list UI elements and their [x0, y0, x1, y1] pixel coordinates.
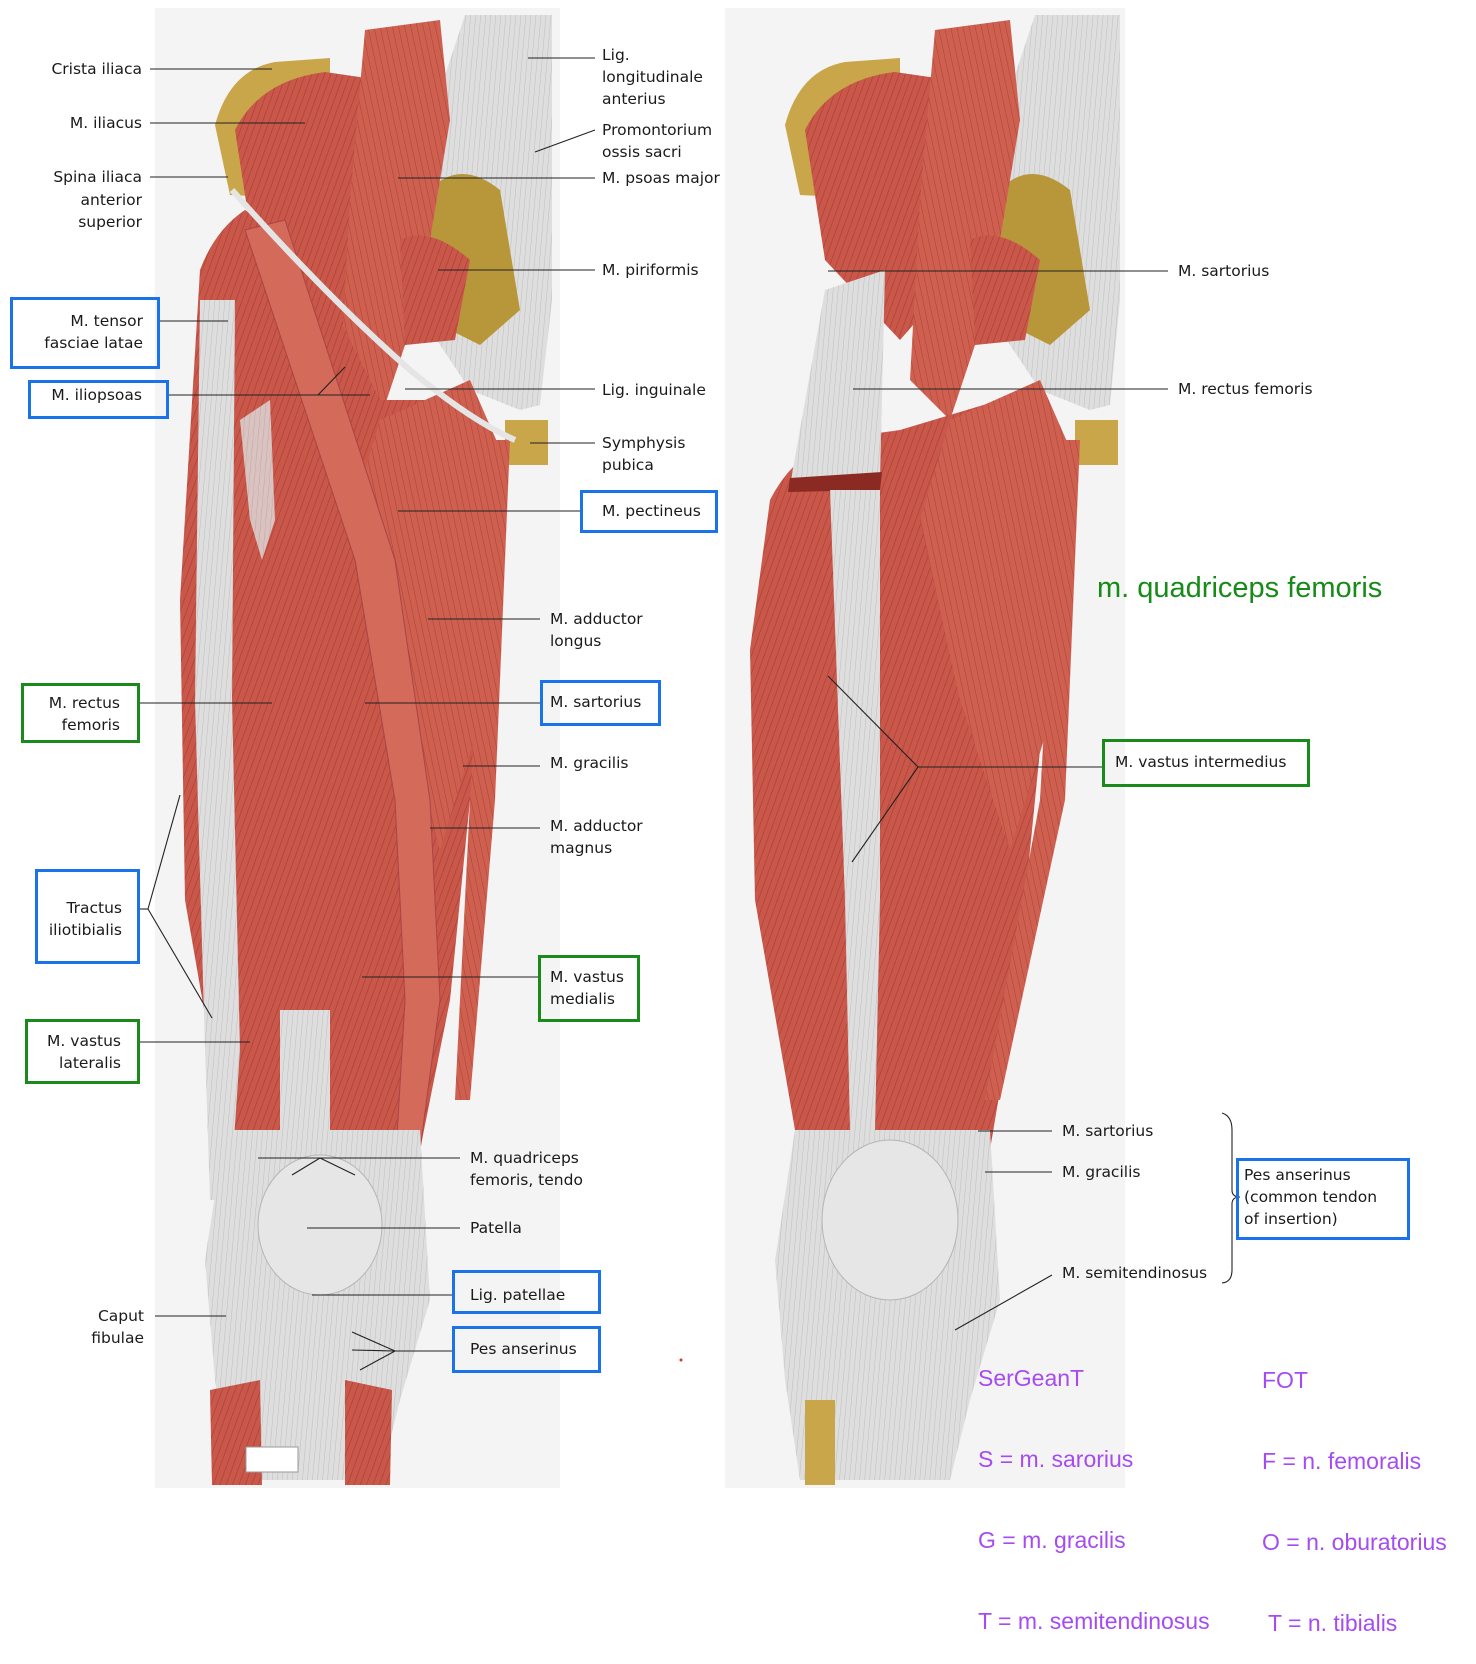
quadriceps-femoris-title: m. quadriceps femoris: [1097, 572, 1382, 605]
mnemonic-sergeant-s: S = m. sarorius: [978, 1446, 1210, 1473]
label-m-pectineus: M. pectineus: [602, 500, 701, 522]
mnemonic-sergeant-g: G = m. gracilis: [978, 1527, 1210, 1554]
label-spina-iliaca: Spina iliaca anterior superior: [53, 166, 142, 234]
label-m-vastus-intermedius: M. vastus intermedius: [1115, 751, 1286, 773]
label-lig-longitudinale: Lig. longitudinale anterius: [602, 44, 703, 110]
label-symphysis: Symphysis pubica: [602, 432, 685, 476]
label-m-iliopsoas: M. iliopsoas: [51, 384, 142, 406]
label-m-sartorius-left: M. sartorius: [550, 691, 641, 713]
label-tractus-iliotibialis: Tractus iliotibialis: [49, 897, 122, 941]
label-patella: Patella: [470, 1217, 522, 1239]
mnemonic-sergeant: SerGeanT S = m. sarorius G = m. gracilis…: [978, 1311, 1210, 1662]
label-m-vastus-lateralis: M. vastus lateralis: [47, 1030, 121, 1074]
label-m-rectus-femoris-left: M. rectus femoris: [49, 692, 120, 736]
mnemonic-fot-t: T = n. tibialis: [1262, 1610, 1447, 1637]
left-leg-figure: [155, 8, 560, 1488]
label-caput-fibulae: Caput fibulae: [91, 1305, 144, 1349]
label-lig-inguinale: Lig. inguinale: [602, 379, 706, 401]
right-knee-cap: [822, 1140, 958, 1300]
label-lig-patellae: Lig. patellae: [470, 1284, 565, 1306]
label-m-adductor-longus: M. adductor longus: [550, 608, 643, 652]
label-pes-anserinus-left: Pes anserinus: [470, 1338, 577, 1360]
label-m-psoas-major: M. psoas major: [602, 167, 720, 189]
fibula-bone: [805, 1400, 835, 1485]
mnemonic-fot: FOT F = n. femoralis O = n. oburatorius …: [1262, 1313, 1447, 1664]
label-quadriceps-tendo: M. quadriceps femoris, tendo: [470, 1147, 583, 1191]
label-m-vastus-medialis: M. vastus medialis: [550, 966, 624, 1010]
label-m-gracilis-right: M. gracilis: [1062, 1161, 1140, 1183]
label-m-piriformis: M. piriformis: [602, 259, 699, 281]
label-m-tensor: M. tensor fasciae latae: [44, 310, 143, 354]
label-m-adductor-magnus: M. adductor magnus: [550, 815, 643, 859]
stray-dot: [680, 1359, 683, 1362]
signature-stamp: [246, 1447, 298, 1472]
mnemonic-fot-o: O = n. oburatorius: [1262, 1529, 1447, 1556]
patella-shape: [258, 1155, 382, 1295]
label-m-semitendinosus: M. semitendinosus: [1062, 1262, 1207, 1284]
label-pes-anserinus-right: Pes anserinus (common tendon of insertio…: [1244, 1164, 1377, 1230]
label-promontorium: Promontorium ossis sacri: [602, 119, 712, 163]
label-m-rectus-femoris-right: M. rectus femoris: [1178, 378, 1313, 400]
label-m-iliacus: M. iliacus: [70, 112, 142, 134]
anatomy-plate: Crista iliaca M. iliacus Spina iliaca an…: [0, 0, 1476, 1491]
label-crista-iliaca: Crista iliaca: [51, 58, 142, 80]
right-symphysis-bone: [1075, 420, 1118, 465]
mnemonic-sergeant-t: T = m. semitendinosus: [978, 1608, 1210, 1635]
label-m-gracilis-left: M. gracilis: [550, 752, 628, 774]
mnemonic-fot-f: F = n. femoralis: [1262, 1448, 1447, 1475]
mnemonic-fot-title: FOT: [1262, 1367, 1447, 1394]
mnemonic-sergeant-title: SerGeanT: [978, 1365, 1210, 1392]
quadriceps-tendon: [280, 1010, 330, 1130]
lower-leg-muscle-right: [345, 1380, 392, 1485]
label-m-sartorius-right-low: M. sartorius: [1062, 1120, 1153, 1142]
label-m-sartorius-right-top: M. sartorius: [1178, 260, 1269, 282]
